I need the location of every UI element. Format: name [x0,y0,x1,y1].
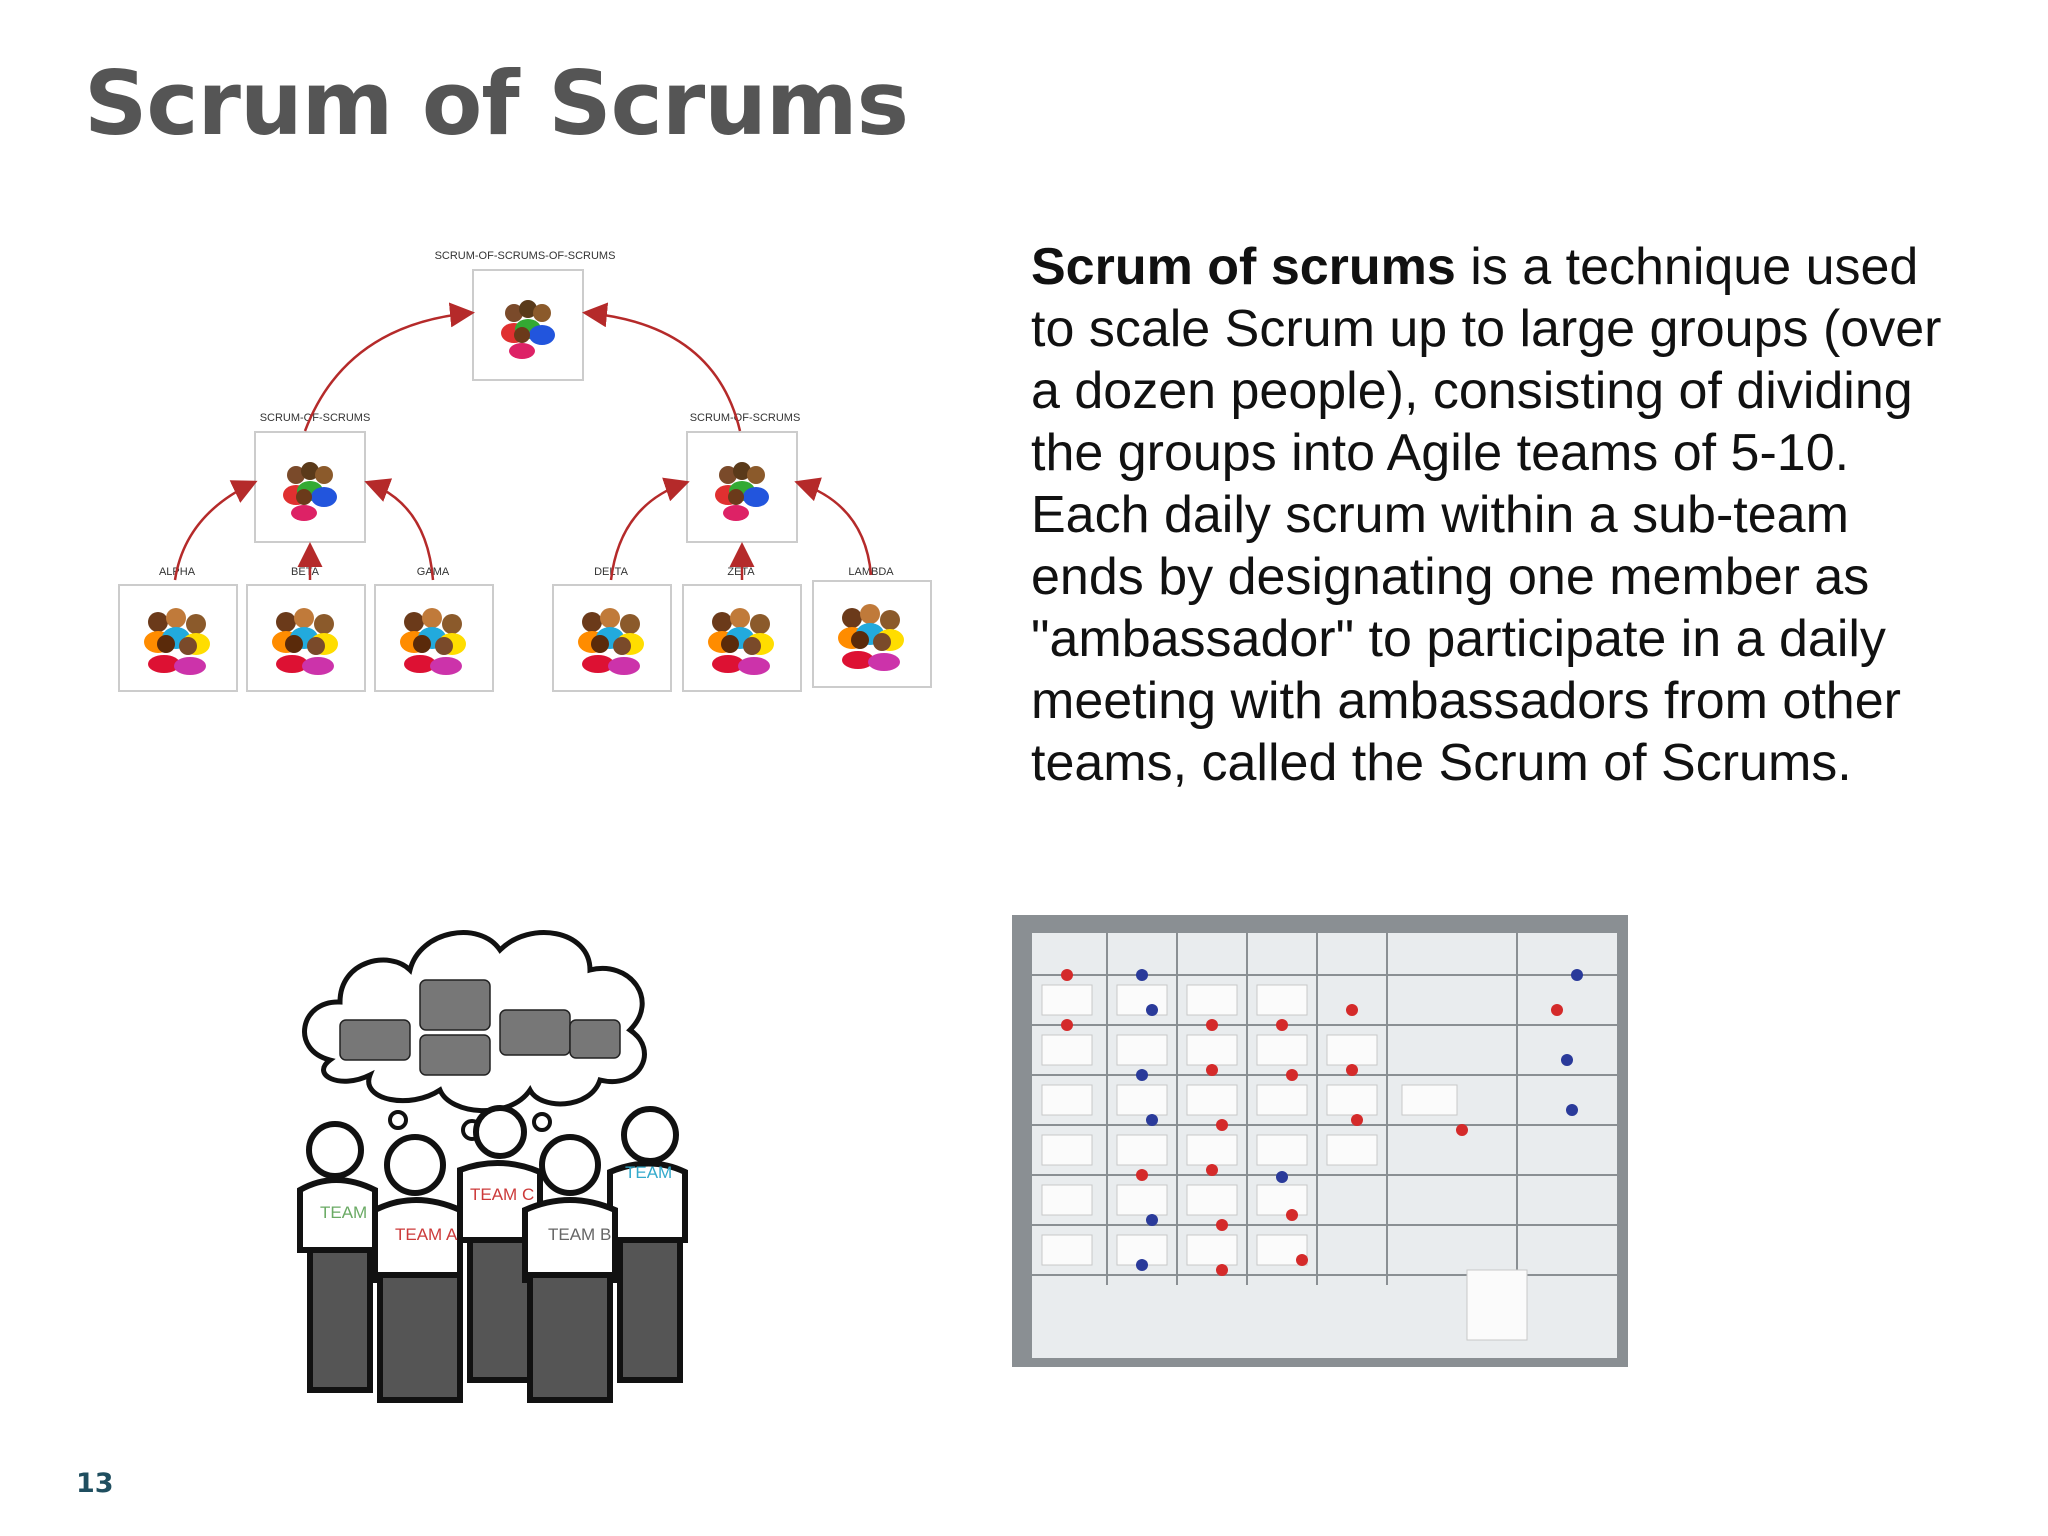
thought-bubble-dot [388,1110,408,1130]
people-group-icon [400,608,466,675]
board-magnets [1061,969,1583,1276]
crowd-inside-cloud [339,979,621,1076]
people-group-icon [144,608,210,675]
arrow [794,477,873,576]
shirt-label: TEAM A [395,1225,458,1244]
thought-bubble-dot [532,1112,552,1132]
scrum-hierarchy-diagram: SCRUM-OF-SCRUMS-OF-SCRUMS SCRUM-OF-SCRUM… [118,250,932,692]
mid-node-label-right: SCRUM-OF-SCRUMS [690,412,801,424]
arrow [609,477,690,581]
shirt-label: TEAM B [548,1225,611,1244]
people-group-icon [838,604,904,671]
people-group-icon [578,608,644,675]
people-group-icon [708,608,774,675]
shirt-label: TEAM [320,1203,367,1222]
page-number: 13 [76,1468,114,1499]
teams-thinking-illustration: TEAM TEAM A TEAM C TEAM B TEAM [297,930,688,1403]
arrow [582,302,742,432]
board-grid [1032,933,1617,1285]
body-text: Scrum of scrums is a technique used to s… [1031,236,1951,794]
arrow [364,478,435,581]
arrow [303,302,475,432]
team-label-beta: BETA [291,566,320,578]
body-term: Scrum of scrums [1031,238,1456,296]
body-description: is a technique used to scale Scrum up to… [1031,238,1942,792]
slide-title: Scrum of Scrums [84,52,909,155]
people-group-icon [272,608,338,675]
arrow [173,480,258,581]
shirt-label: TEAM C [470,1185,534,1204]
scrum-board-photo [1012,915,1628,1367]
sticky-notes [1041,984,1528,1341]
top-node-label: SCRUM-OF-SCRUMS-OF-SCRUMS [435,250,616,262]
team-members [297,1105,688,1403]
mid-node-label-left: SCRUM-OF-SCRUMS [260,412,371,424]
shirt-label: TEAM [625,1163,672,1182]
